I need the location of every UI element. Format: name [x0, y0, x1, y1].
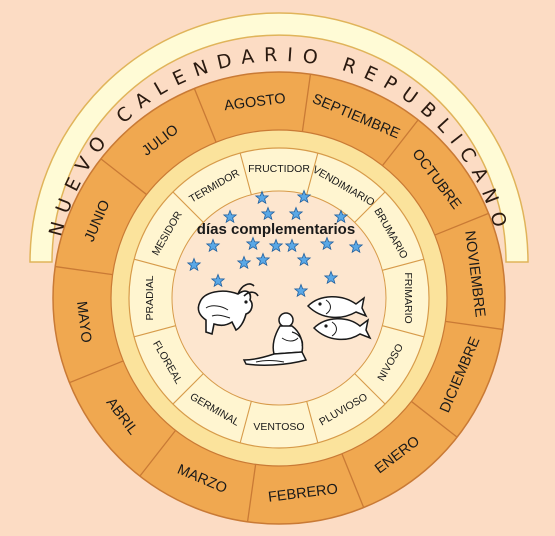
title-band: [29, 12, 529, 263]
star-icon: [260, 206, 276, 221]
star-icon: [268, 238, 284, 253]
republican-month-label: FRUCTIDOR: [248, 163, 310, 175]
republican-month-label: FRIMARIO: [402, 272, 414, 323]
gregorian-divider: [246, 464, 257, 522]
bull-icon: [197, 283, 259, 336]
star-icon: [319, 236, 335, 251]
gregorian-divider: [139, 429, 177, 477]
republican-divider: [306, 401, 319, 444]
gregorian-divider: [445, 320, 503, 331]
star-icon: [254, 190, 270, 205]
gregorian-divider: [55, 265, 113, 276]
star-icon: [210, 273, 226, 288]
star-icon: [293, 283, 309, 298]
republican-divider: [382, 325, 425, 338]
star-icon: [348, 239, 364, 254]
star-icon: [186, 257, 202, 272]
star-icon: [245, 236, 261, 251]
republican-divider: [172, 191, 204, 223]
republican-divider: [133, 325, 176, 338]
star-icon: [255, 252, 271, 267]
republican-divider: [354, 191, 386, 223]
republican-divider: [306, 152, 319, 195]
star-icon: [296, 189, 312, 204]
star-icon: [284, 238, 300, 253]
gregorian-divider: [341, 453, 365, 508]
gregorian-ring-dividers: [55, 74, 503, 522]
figure-icon: [242, 312, 308, 366]
gregorian-divider: [301, 74, 312, 132]
gregorian-divider: [434, 212, 489, 236]
star-icon: [323, 270, 339, 285]
fish-icon: [306, 296, 372, 341]
star-icon: [205, 238, 221, 253]
republican-month-label: VENTOSO: [253, 421, 304, 433]
star-icon: [288, 206, 304, 221]
republican-divider: [133, 258, 176, 271]
gregorian-month-label: MAYO: [73, 300, 94, 343]
star-icon: [236, 255, 252, 270]
gregorian-month-label: AGOSTO: [223, 91, 286, 114]
republican-divider: [239, 401, 252, 444]
republican-divider: [382, 258, 425, 271]
star-icon: [222, 209, 238, 224]
stars-group: [186, 189, 364, 298]
center-disc: [171, 190, 387, 406]
republican-divider: [172, 373, 204, 405]
gregorian-divider: [381, 119, 419, 167]
gregorian-divider: [69, 360, 124, 384]
gregorian-divider: [410, 400, 458, 438]
center-label: días complementarios: [197, 221, 355, 238]
republican-month-label: PRADIAL: [144, 275, 156, 320]
republican-ring-dividers: [133, 152, 425, 444]
republican-divider: [354, 373, 386, 405]
republican-divider: [239, 152, 252, 195]
gregorian-divider: [100, 158, 148, 196]
star-icon: [296, 252, 312, 267]
star-icon: [333, 209, 349, 224]
gregorian-divider: [193, 88, 217, 143]
